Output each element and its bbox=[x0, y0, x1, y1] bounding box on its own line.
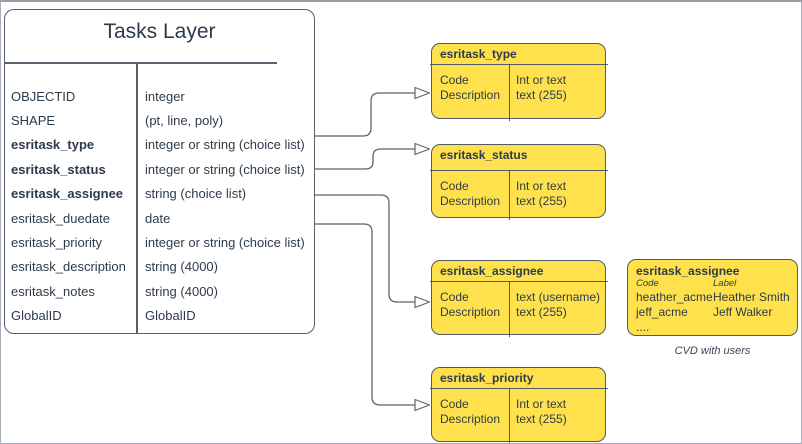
cvd-code: heather_acme bbox=[636, 290, 713, 304]
domain-cell: text (username) bbox=[516, 290, 601, 304]
domain-left-column: Code Description bbox=[440, 73, 500, 102]
domain-cell: Description bbox=[440, 411, 501, 426]
domain-cell: Description bbox=[440, 304, 501, 319]
domain-right-column: Int or text text (255) bbox=[516, 179, 567, 208]
domain-title: esritask_assignee bbox=[440, 264, 544, 278]
field-type: string (4000) bbox=[145, 259, 218, 275]
field-name: esritask_assignee bbox=[11, 186, 124, 202]
field-name: esritask_description bbox=[11, 259, 126, 275]
field-name: OBJECTID bbox=[11, 88, 76, 104]
domain-cell: Int or text bbox=[516, 397, 567, 411]
arrowhead-esritask-assignee bbox=[414, 295, 431, 309]
domain-left-column: Code Description bbox=[440, 179, 500, 208]
arrowhead-esritask-type bbox=[414, 86, 431, 100]
connector-esritask-assignee bbox=[315, 194, 415, 303]
domain-cell: Code bbox=[440, 73, 469, 87]
cvd-value-table: Code Label heather_acme Heather Smith je… bbox=[636, 278, 797, 320]
cvd-title: esritask_assignee bbox=[636, 264, 740, 278]
field-type: integer or string (choice list) bbox=[145, 235, 305, 251]
domain-box-esritask-status: esritask_status Code Description Int or … bbox=[430, 144, 608, 220]
field-name: GlobalID bbox=[11, 308, 62, 324]
domain-box-esritask-assignee: esritask_assignee Code Description text … bbox=[430, 260, 608, 337]
field-type: integer or string (choice list) bbox=[145, 161, 305, 177]
cvd-ellipsis: .... bbox=[636, 320, 650, 334]
field-type: integer bbox=[145, 88, 185, 104]
column-divider-line bbox=[509, 388, 511, 443]
cvd-caption: CVD with users bbox=[674, 345, 751, 357]
field-row-globalid: GlobalID GlobalID bbox=[5, 304, 314, 328]
connector-esritask-priority bbox=[315, 223, 415, 406]
field-name: esritask_duedate bbox=[11, 210, 111, 226]
field-type: string (choice list) bbox=[145, 186, 247, 202]
field-list: OBJECTID integer SHAPE (pt, line, poly) … bbox=[5, 63, 314, 328]
domain-left-column: Code Description bbox=[440, 397, 500, 426]
connector-esritask-type bbox=[315, 92, 415, 137]
domain-cell: text (255) bbox=[516, 87, 567, 102]
domain-title: esritask_status bbox=[440, 148, 528, 162]
field-type: (pt, line, poly) bbox=[145, 113, 224, 129]
field-type: date bbox=[145, 210, 171, 226]
cvd-header-code: Code bbox=[636, 278, 659, 289]
field-row-esritask-duedate: esritask_duedate date bbox=[5, 206, 314, 230]
connector-esritask-status bbox=[315, 148, 415, 170]
tasks-layer-title: Tasks Layer bbox=[103, 20, 216, 43]
arrowhead-esritask-priority bbox=[414, 398, 431, 412]
domain-cell: text (255) bbox=[516, 193, 567, 208]
domain-cell: Code bbox=[440, 397, 469, 411]
cvd-box-esritask-assignee: esritask_assignee Code Label heather_acm… bbox=[627, 259, 798, 336]
field-row-objectid: OBJECTID integer bbox=[5, 84, 314, 108]
field-row-esritask-status: esritask_status integer or string (choic… bbox=[5, 157, 314, 181]
domain-cell: Int or text bbox=[516, 179, 567, 193]
domain-box-esritask-priority: esritask_priority Code Description Int o… bbox=[430, 367, 608, 443]
field-row-shape: SHAPE (pt, line, poly) bbox=[5, 108, 314, 132]
field-type: string (4000) bbox=[145, 283, 218, 299]
field-row-esritask-type: esritask_type integer or string (choice … bbox=[5, 133, 314, 157]
tasks-layer-entity: Tasks Layer OBJECTID integer SHAPE (pt, … bbox=[4, 9, 315, 334]
domain-cell: Code bbox=[440, 179, 469, 193]
domain-cell: Description bbox=[440, 87, 501, 102]
column-divider-line bbox=[509, 281, 511, 337]
domain-cell: Description bbox=[440, 193, 501, 208]
field-name: esritask_status bbox=[11, 161, 106, 177]
domain-cell: Int or text bbox=[516, 73, 567, 87]
field-row-esritask-priority: esritask_priority integer or string (cho… bbox=[5, 230, 314, 254]
cvd-label: Jeff Walker bbox=[713, 305, 773, 319]
field-row-esritask-notes: esritask_notes string (4000) bbox=[5, 279, 314, 303]
domain-cell: text (255) bbox=[516, 411, 567, 426]
arrowhead-esritask-status bbox=[414, 142, 431, 156]
cvd-header-label: Label bbox=[713, 278, 737, 289]
domain-right-column: Int or text text (255) bbox=[516, 73, 567, 102]
domain-cell: Code bbox=[440, 290, 469, 304]
field-name: esritask_priority bbox=[11, 235, 103, 251]
title-divider-line bbox=[430, 388, 608, 390]
title-divider-line bbox=[430, 281, 608, 283]
column-divider-line bbox=[136, 62, 138, 333]
title-divider-line bbox=[430, 64, 608, 66]
domain-title: esritask_priority bbox=[440, 371, 534, 385]
domain-left-column: Code Description bbox=[440, 290, 500, 319]
field-type: GlobalID bbox=[145, 308, 196, 324]
field-name: esritask_notes bbox=[11, 283, 95, 299]
title-divider-line bbox=[4, 62, 277, 64]
field-name: esritask_type bbox=[11, 137, 95, 153]
domain-right-column: Int or text text (255) bbox=[516, 397, 567, 426]
field-name: SHAPE bbox=[11, 113, 56, 129]
cvd-label: Heather Smith bbox=[713, 290, 790, 304]
domain-right-column: text (username) text (255) bbox=[516, 290, 600, 319]
domain-box-esritask-type: esritask_type Code Description Int or te… bbox=[430, 43, 608, 121]
field-row-esritask-assignee: esritask_assignee string (choice list) bbox=[5, 182, 314, 206]
domain-cell: text (255) bbox=[516, 304, 567, 319]
column-divider-line bbox=[509, 170, 511, 220]
cvd-code: jeff_acme bbox=[636, 305, 688, 319]
field-row-esritask-description: esritask_description string (4000) bbox=[5, 255, 314, 279]
column-divider-line bbox=[509, 64, 511, 121]
title-divider-line bbox=[430, 170, 608, 172]
field-type: integer or string (choice list) bbox=[145, 137, 305, 153]
domain-title: esritask_type bbox=[440, 47, 517, 61]
